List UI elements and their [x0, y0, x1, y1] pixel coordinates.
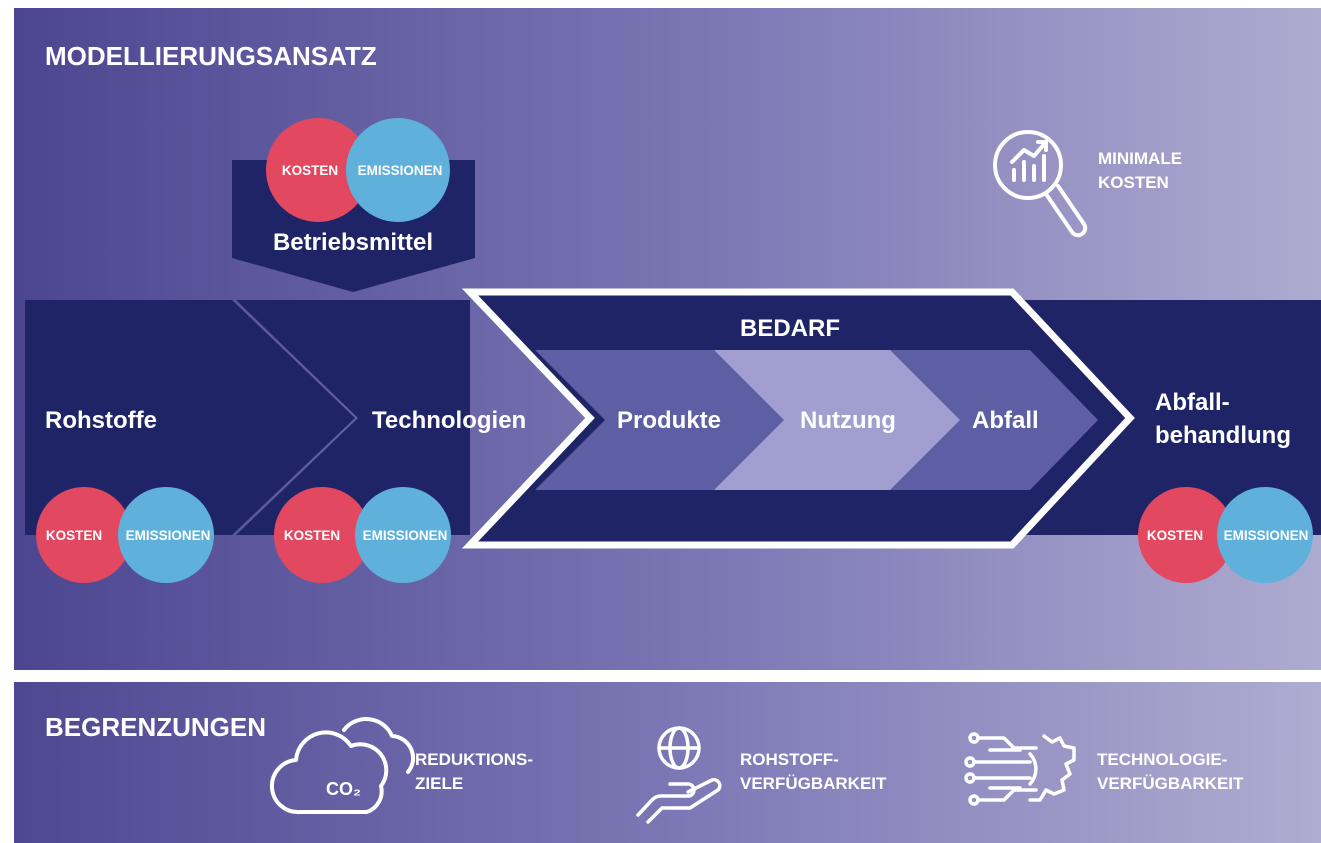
kosten-circle — [274, 487, 370, 583]
emissionen-label: EMISSIONEN — [358, 163, 443, 178]
co2-cloud-icon — [270, 717, 416, 815]
flow-band — [25, 288, 1321, 549]
gear-circuit-icon — [964, 732, 1076, 806]
emissionen-circle — [1217, 487, 1313, 583]
kosten-circle — [36, 487, 132, 583]
constraint-line-2: ZIELE — [415, 774, 463, 793]
nutzung-chevron — [714, 350, 985, 490]
abfallbehandlung-band — [1020, 300, 1321, 535]
kosten-label: KOSTEN — [282, 163, 338, 178]
stage-label-nutzung: Nutzung — [800, 407, 896, 434]
technologien-chevron — [236, 300, 470, 535]
emissionen-label: EMISSIONEN — [1224, 528, 1309, 543]
abfall-chevron — [890, 350, 1098, 490]
kosten-label: KOSTEN — [46, 528, 102, 543]
stage-label-abfallbehandlung-1: Abfall- — [1155, 389, 1230, 416]
constraint-technologieverfuegbarkeit: TECHNOLOGIE- VERFÜGBARKEIT — [964, 732, 1244, 806]
stage-label-bedarf: BEDARF — [740, 315, 840, 342]
stage-label-produkte: Produkte — [617, 407, 721, 434]
top-panel-title: MODELLIERUNGSANSATZ — [45, 41, 377, 71]
constraint-line-2: VERFÜGBARKEIT — [740, 774, 887, 793]
rohstoffe-chevron — [25, 300, 355, 535]
constraint-line-1: ROHSTOFF- — [740, 750, 839, 769]
constraint-line-2: VERFÜGBARKEIT — [1097, 774, 1244, 793]
emissionen-label: EMISSIONEN — [363, 528, 448, 543]
emissionen-circle — [346, 118, 450, 222]
magnifier-chart-icon — [993, 130, 1088, 238]
bottom-panel-title: BEGRENZUNGEN — [45, 712, 266, 742]
produkte-chevron — [535, 350, 808, 490]
objective-line-1: MINIMALE — [1098, 149, 1182, 168]
badge-technologien: KOSTEN EMISSIONEN — [274, 487, 451, 583]
kosten-circle — [1138, 487, 1234, 583]
kosten-circle — [266, 118, 370, 222]
emissionen-label: EMISSIONEN — [126, 528, 211, 543]
constraint-line-1: TECHNOLOGIE- — [1097, 750, 1227, 769]
stage-label-abfallbehandlung-2: behandlung — [1155, 422, 1291, 449]
betriebsmittel-block: KOSTEN EMISSIONEN Betriebsmittel — [232, 118, 475, 292]
badge-abfallbehandlung: KOSTEN EMISSIONEN — [1138, 487, 1313, 583]
constraint-rohstoffverfuegbarkeit: ROHSTOFF- VERFÜGBARKEIT — [636, 726, 887, 824]
constraint-line-1: REDUKTIONS- — [415, 750, 533, 769]
kosten-label: KOSTEN — [284, 528, 340, 543]
objective-line-2: KOSTEN — [1098, 173, 1169, 192]
emissionen-circle — [118, 487, 214, 583]
emissionen-circle — [355, 487, 451, 583]
constraint-reduktionsziele: CO₂ REDUKTIONS- ZIELE — [270, 717, 533, 815]
stage-label-rohstoffe: Rohstoffe — [45, 407, 157, 434]
stage-label-abfall: Abfall — [972, 407, 1039, 434]
kosten-label: KOSTEN — [1147, 528, 1203, 543]
globe-hand-icon — [636, 726, 722, 824]
objective-block: MINIMALE KOSTEN — [993, 130, 1182, 238]
betriebsmittel-label: Betriebsmittel — [273, 229, 433, 256]
badge-rohstoffe: KOSTEN EMISSIONEN — [36, 487, 214, 583]
co2-label: CO₂ — [326, 779, 361, 799]
stage-label-technologien: Technologien — [372, 407, 526, 434]
